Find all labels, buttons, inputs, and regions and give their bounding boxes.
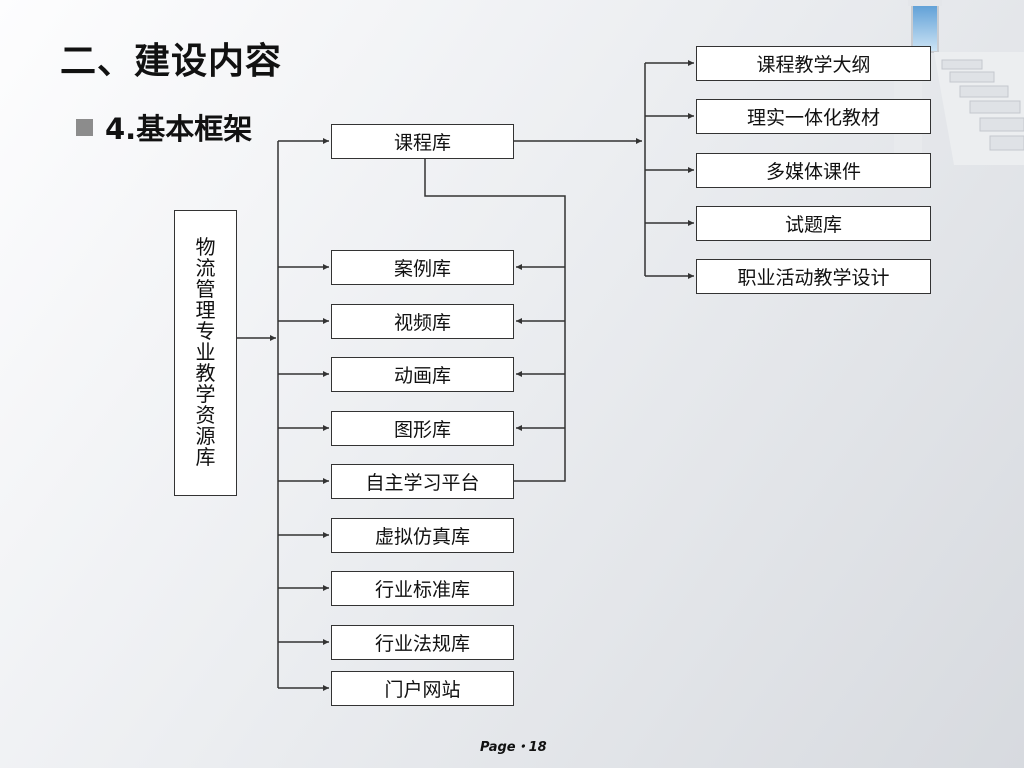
square-bullet-icon [76,118,93,136]
library-node: 案例库 [331,250,514,285]
root-node-char: 物 [195,235,216,259]
root-node-char: 学 [195,382,216,406]
section-heading-text: 4.基本框架 [105,112,253,146]
library-node: 视频库 [331,304,514,339]
root-node-box: 物流管理专业教学资源库 [174,210,237,496]
library-node: 行业法规库 [331,625,514,660]
page-number: Page・18 [480,740,547,755]
root-node-char: 业 [195,340,216,364]
root-node-char: 专 [195,319,216,343]
course-item-node: 课程教学大纲 [696,46,931,81]
library-node: 虚拟仿真库 [331,518,514,553]
root-node-char: 管 [195,277,216,301]
course-item-node: 多媒体课件 [696,153,931,188]
slide-title: 二、建设内容 [60,41,283,82]
root-node-char: 流 [195,256,216,280]
root-node-char: 源 [195,424,216,448]
library-node: 课程库 [331,124,514,159]
course-item-node: 理实一体化教材 [696,99,931,134]
library-node: 门户网站 [331,671,514,706]
library-node: 图形库 [331,411,514,446]
section-heading: 4.基本框架 [76,106,252,148]
library-node: 行业标准库 [331,571,514,606]
course-item-node: 职业活动教学设计 [696,259,931,294]
library-node: 自主学习平台 [331,464,514,499]
root-node-char: 教 [195,361,216,385]
root-node-char: 资 [195,403,216,427]
library-node: 动画库 [331,357,514,392]
root-node-char: 理 [195,298,216,322]
root-node-char: 库 [195,445,216,469]
course-item-node: 试题库 [696,206,931,241]
